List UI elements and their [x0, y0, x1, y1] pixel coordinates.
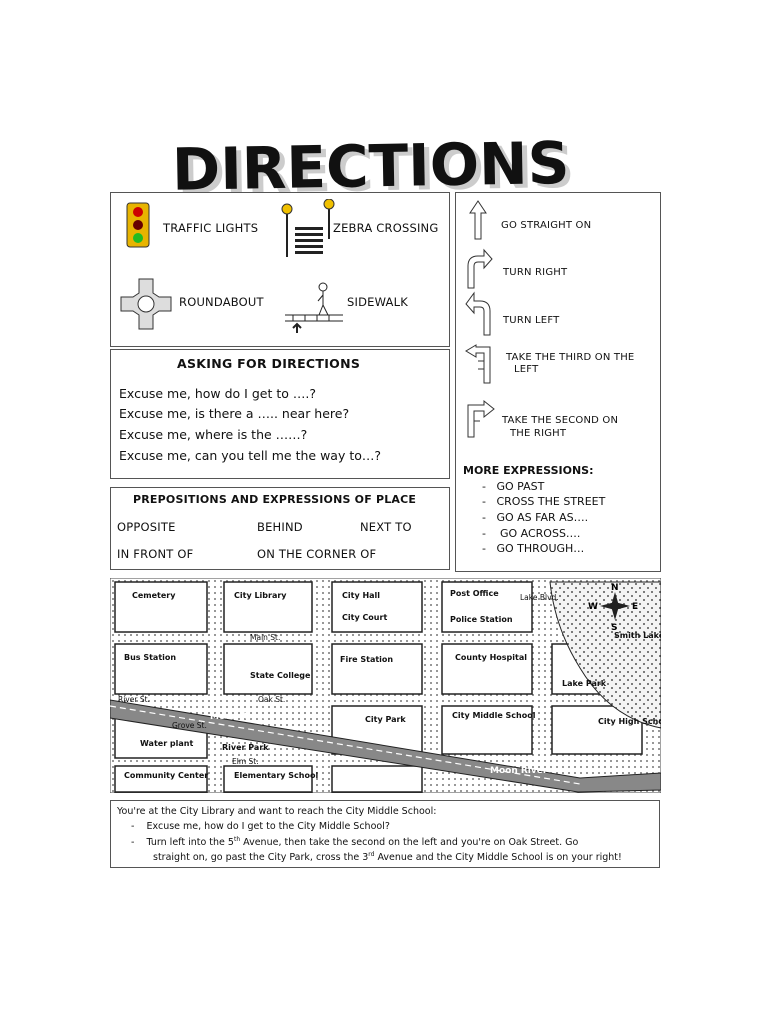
map-building-label: Fire Station: [340, 655, 393, 664]
compass-w: W: [588, 602, 598, 612]
prepositions-heading: PREPOSITIONS AND EXPRESSIONS OF PLACE: [133, 493, 417, 506]
map-building-label: River Park: [222, 743, 269, 752]
title-text: DIRECTIONS: [171, 129, 569, 198]
asking-heading: ASKING FOR DIRECTIONS: [177, 356, 361, 371]
map-street-label: Main St.: [250, 633, 280, 642]
map-building-label: Water plant: [140, 739, 193, 748]
zebra-crossing-icon: [281, 199, 335, 257]
map-building-label: Post Office: [450, 589, 499, 598]
map-street-label: Lake Blvd.: [520, 593, 559, 602]
map-street-label: Elm St.: [232, 757, 259, 766]
map-building-label: Bus Station: [124, 653, 176, 662]
prepositions-box: PREPOSITIONS AND EXPRESSIONS OF PLACE OP…: [110, 487, 450, 570]
arrow-label: TURN RIGHT: [503, 267, 568, 278]
map-street-label: Grove St.: [172, 721, 207, 730]
traffic-light-icon: [126, 202, 150, 248]
more-expression-item: - GO PAST: [482, 480, 545, 493]
more-expression-item: - GO ACROSS….: [482, 527, 581, 540]
example-dialogue-box: You're at the City Library and want to r…: [110, 800, 660, 868]
example-intro: You're at the City Library and want to r…: [117, 806, 437, 817]
map-building-label: City Library: [234, 591, 287, 600]
roundabout-icon: [120, 278, 172, 330]
map-river-label: Moon River: [210, 712, 268, 722]
map-river-label: Moon River: [490, 766, 548, 776]
more-expression-item: - CROSS THE STREET: [482, 495, 606, 508]
second-right-icon: [467, 399, 495, 438]
preposition-item: ON THE CORNER OF: [257, 547, 377, 561]
page-title: DIRECTIONS DIRECTIONS: [171, 129, 575, 198]
vocabulary-box: TRAFFIC LIGHTS ZEBRA CROSSING ROUNDABOUT…: [110, 192, 450, 347]
more-expression-item: - GO THROUGH…: [482, 542, 585, 555]
map-building-label: Community Center: [124, 771, 208, 780]
direction-arrows-box: GO STRAIGHT ON TURN RIGHT TURN LEFT TAKE…: [455, 192, 661, 572]
asking-phrase: Excuse me, where is the ……?: [119, 427, 308, 442]
compass-icon: N S E W: [588, 583, 638, 633]
turn-right-icon: [467, 248, 493, 289]
preposition-item: NEXT TO: [360, 520, 412, 534]
map-building-label: Police Station: [450, 615, 513, 624]
compass-s: S: [611, 623, 617, 633]
map-building-label: Elementary School: [234, 771, 318, 780]
straight-arrow-icon: [469, 200, 487, 240]
example-line: - Turn left into the 5th Avenue, then ta…: [131, 836, 579, 849]
example-line: straight on, go past the City Park, cros…: [153, 851, 622, 864]
map-building-label: City Hall: [342, 591, 380, 600]
map-building-label: Smith Lake: [614, 631, 661, 640]
map-building-label: Lake Park: [562, 679, 607, 688]
arrow-label: TURN LEFT: [503, 315, 560, 326]
asking-phrase: Excuse me, is there a ….. near here?: [119, 406, 350, 421]
sidewalk-icon: [285, 282, 343, 333]
compass-e: E: [632, 602, 638, 612]
preposition-item: BEHIND: [257, 520, 303, 534]
arrow-label: TAKE THE THIRD ON THE: [506, 352, 635, 363]
map-building-label: State College: [250, 671, 311, 680]
arrow-label: LEFT: [514, 364, 539, 375]
preposition-item: OPPOSITE: [117, 520, 176, 534]
title-shadow: DIRECTIONS: [177, 133, 575, 198]
example-line: - Excuse me, how do I get to the City Mi…: [131, 821, 390, 832]
roundabout-label: ROUNDABOUT: [179, 295, 264, 309]
map-building-label: Cemetery: [132, 591, 176, 600]
map-building-label: City Middle School: [452, 711, 536, 720]
third-left-icon: [465, 344, 491, 384]
preposition-item: IN FRONT OF: [117, 547, 194, 561]
map-building-label: City Park: [365, 715, 406, 724]
arrow-label: GO STRAIGHT ON: [501, 220, 592, 231]
asking-phrase: Excuse me, can you tell me the way to…?: [119, 448, 382, 463]
turn-left-icon: [465, 291, 491, 336]
zebra-crossing-label: ZEBRA CROSSING: [333, 221, 439, 235]
asking-phrase: Excuse me, how do I get to ….?: [119, 386, 316, 401]
map-street-label: Oak St.: [258, 695, 285, 704]
asking-directions-box: ASKING FOR DIRECTIONS Excuse me, how do …: [110, 349, 450, 479]
compass-n: N: [611, 583, 619, 593]
map-street-label: River St.: [118, 695, 150, 704]
map-building-label: City Court: [342, 613, 387, 622]
sidewalk-label: SIDEWALK: [347, 295, 408, 309]
map-building-label: City High School: [598, 717, 661, 726]
arrow-label: THE RIGHT: [510, 428, 567, 439]
more-expressions-heading: MORE EXPRESSIONS:: [463, 464, 594, 477]
arrow-label: TAKE THE SECOND ON: [502, 415, 619, 426]
traffic-lights-label: TRAFFIC LIGHTS: [163, 221, 259, 235]
more-expression-item: - GO AS FAR AS….: [482, 511, 589, 524]
map-building-label: County Hospital: [455, 653, 527, 662]
city-map: Cemetery City Library City Hall City Cou…: [110, 578, 661, 793]
